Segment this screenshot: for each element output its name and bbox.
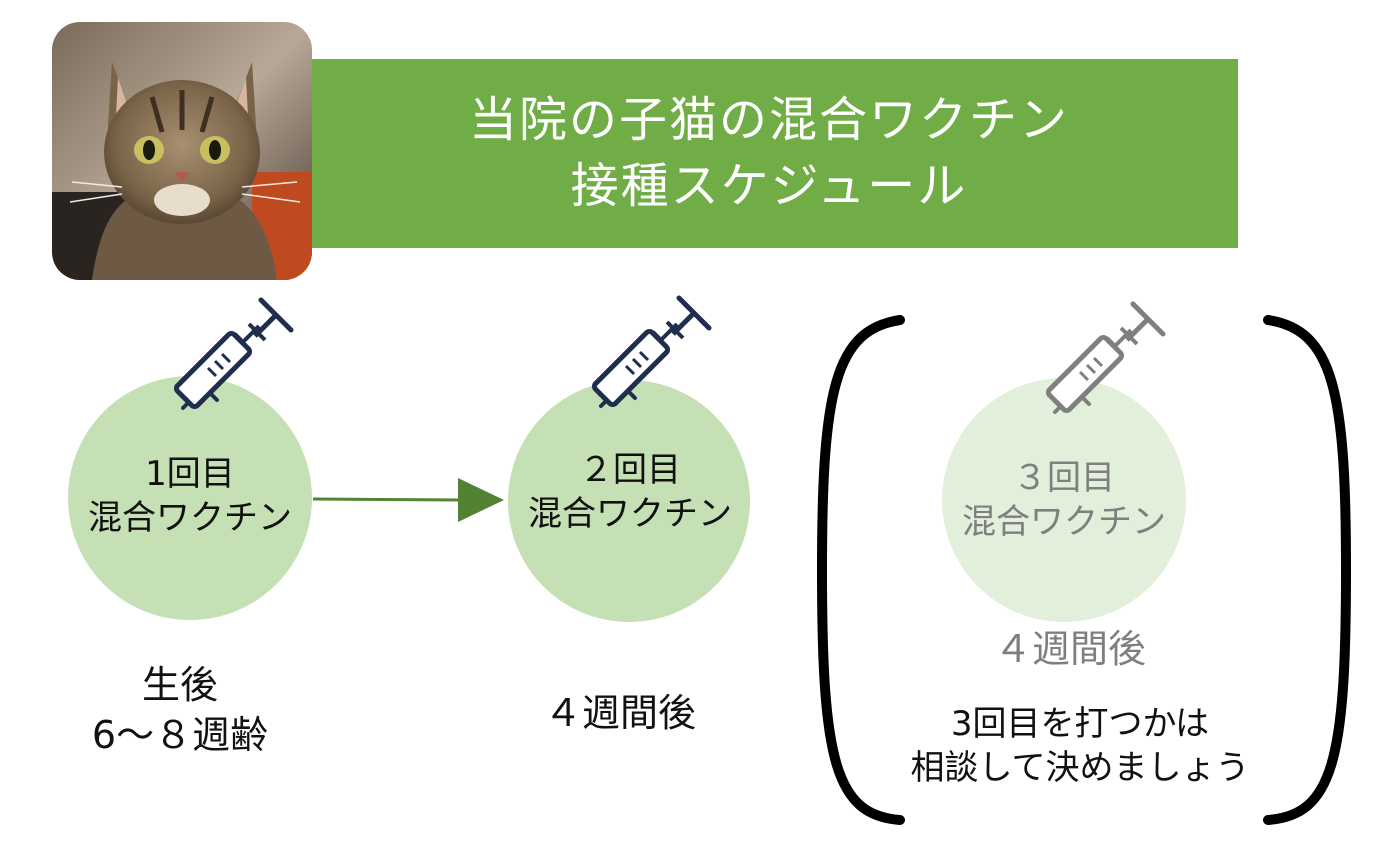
step-2-label: ２回目 混合ワクチン — [480, 448, 780, 536]
step-2-timing: ４週間後 — [543, 691, 696, 735]
step-3-label: ３回目 混合ワクチン — [914, 456, 1214, 544]
step-1-circle — [68, 376, 312, 620]
step-1-label: 1回目 混合ワクチン — [40, 452, 340, 540]
step-3-note-line-2: 相談して決めましょう — [910, 748, 1250, 788]
step-3-note-line-1: 3回目を打つかは — [950, 704, 1210, 744]
step-1-vaccine: 混合ワクチン — [88, 498, 292, 538]
step-3-timing: ４週間後 — [993, 627, 1146, 671]
step-2-vaccine: 混合ワクチン — [528, 494, 732, 534]
step-1-timing-line-1: 生後 — [141, 663, 218, 707]
title-line-1: 当院の子猫の混合ワクチン — [468, 92, 1069, 148]
title-line-2: 接種スケジュール — [570, 158, 968, 214]
step-1-timing: 生後 6～８週齢 — [30, 660, 330, 760]
step-3-vaccine: 混合ワクチン — [962, 502, 1166, 542]
step-1-count: 1回目 — [145, 454, 235, 494]
arrow-right — [312, 478, 504, 522]
step-1-timing-line-2: 6～８週齢 — [91, 713, 269, 757]
step-2-count: ２回目 — [579, 450, 681, 490]
title-banner: 当院の子猫の混合ワクチン 接種スケジュール — [300, 59, 1238, 248]
step-3-note: 3回目を打つかは 相談して決めましょう — [860, 702, 1300, 790]
cat-photo — [52, 22, 312, 280]
step-3-circle — [942, 378, 1186, 622]
step-2-circle — [508, 380, 750, 622]
step-3-count: ３回目 — [1013, 458, 1115, 498]
